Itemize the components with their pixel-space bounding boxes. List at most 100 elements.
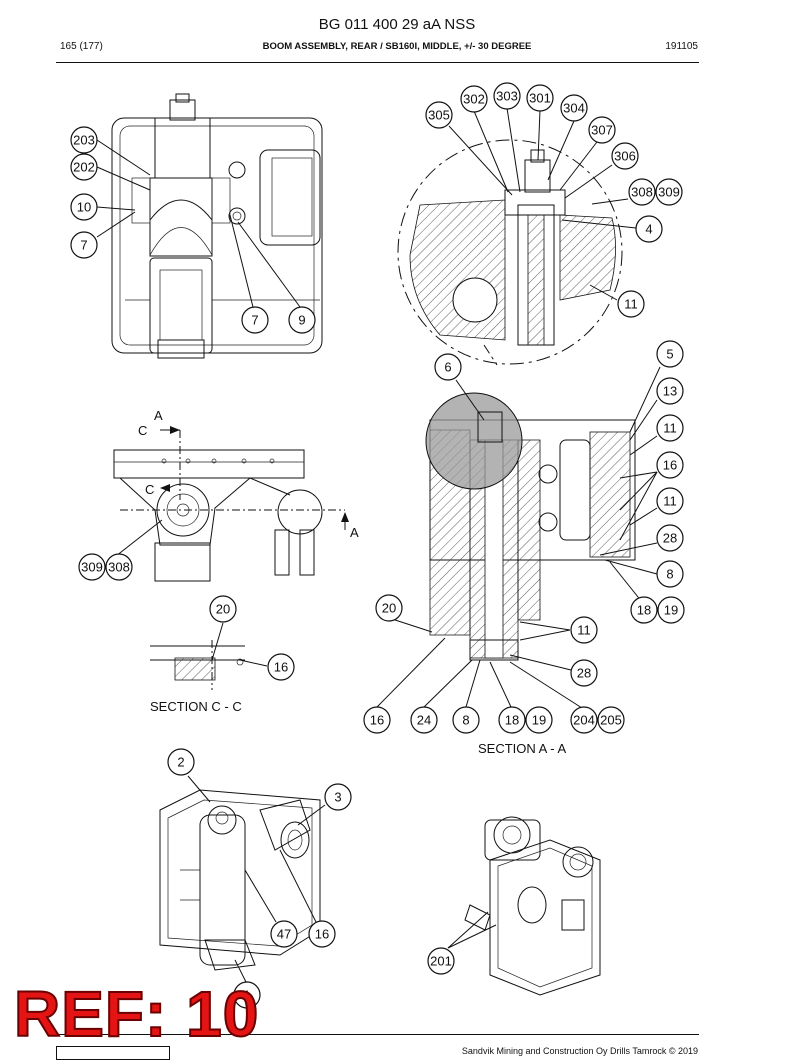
callout: 11 <box>656 487 684 515</box>
callout: 309 <box>655 178 683 206</box>
svg-text:18: 18 <box>637 603 651 618</box>
svg-text:20: 20 <box>216 602 230 617</box>
svg-text:16: 16 <box>370 713 384 728</box>
top-view-drawing <box>111 93 323 359</box>
header-rule <box>56 62 699 63</box>
section-arrow-label: A <box>154 408 163 423</box>
callout: 10 <box>70 193 98 221</box>
svg-text:309: 309 <box>658 185 680 200</box>
svg-text:205: 205 <box>600 713 622 728</box>
callout: 11 <box>617 290 645 318</box>
isometric-view-left <box>159 789 321 971</box>
svg-text:47: 47 <box>277 927 291 942</box>
callout: 6 <box>434 353 462 381</box>
reference-watermark: REF: 10 <box>13 978 260 1050</box>
footer-rule <box>56 1034 699 1035</box>
callout: 304 <box>560 94 588 122</box>
svg-text:11: 11 <box>663 421 677 436</box>
svg-text:24: 24 <box>417 713 431 728</box>
svg-text:308: 308 <box>631 185 653 200</box>
svg-text:308: 308 <box>108 560 130 575</box>
svg-text:16: 16 <box>663 458 677 473</box>
svg-text:2: 2 <box>177 755 184 770</box>
page-number: 165 (177) <box>60 41 103 52</box>
section-cc-title: SECTION C - C <box>150 699 242 714</box>
footer-copyright: Sandvik Mining and Construction Oy Drill… <box>461 1046 698 1056</box>
document-code: 191105 <box>665 41 698 52</box>
section-aa-title: SECTION A - A <box>478 741 566 756</box>
svg-text:11: 11 <box>663 494 677 509</box>
svg-text:16: 16 <box>315 927 329 942</box>
callout: 308 <box>105 553 133 581</box>
svg-text:11: 11 <box>577 623 591 638</box>
callout: 8 <box>656 560 684 588</box>
section-cc-drawing <box>150 640 245 690</box>
isometric-view-right <box>464 816 601 996</box>
callout: 204 <box>570 706 598 734</box>
svg-text:20: 20 <box>382 601 396 616</box>
svg-text:11: 11 <box>624 297 638 312</box>
callout: 9 <box>288 306 316 334</box>
callout: 309 <box>78 553 106 581</box>
svg-text:1: 1 <box>243 988 250 1003</box>
callout: 16 <box>308 920 336 948</box>
callout: 20 <box>375 594 403 622</box>
callout: 19 <box>657 596 685 624</box>
svg-text:203: 203 <box>73 133 95 148</box>
callout: 16 <box>267 653 295 681</box>
side-view-drawing <box>113 426 349 582</box>
svg-text:9: 9 <box>298 313 305 328</box>
callout: 47 <box>270 920 298 948</box>
svg-text:201: 201 <box>430 954 452 969</box>
callout: 306 <box>611 142 639 170</box>
section-arrow-label: A <box>350 525 359 540</box>
callout: 5 <box>656 340 684 368</box>
svg-text:13: 13 <box>663 384 677 399</box>
svg-text:6: 6 <box>444 360 451 375</box>
svg-text:28: 28 <box>663 531 677 546</box>
callout: 16 <box>656 451 684 479</box>
svg-text:18: 18 <box>505 713 519 728</box>
svg-text:16: 16 <box>274 660 288 675</box>
section-aa-drawing <box>425 392 636 661</box>
svg-text:4: 4 <box>645 222 652 237</box>
callout: 201 <box>427 947 455 975</box>
leader-lines <box>96 107 661 983</box>
callout: 202 <box>70 153 98 181</box>
svg-text:7: 7 <box>80 238 87 253</box>
callout: 205 <box>597 706 625 734</box>
document-subtitle: BOOM ASSEMBLY, REAR / SB160I, MIDDLE, +/… <box>262 41 532 52</box>
section-arrow-label: C <box>145 482 154 497</box>
callout: 302 <box>460 85 488 113</box>
callout: 7 <box>70 231 98 259</box>
svg-text:204: 204 <box>573 713 595 728</box>
svg-text:7: 7 <box>251 313 258 328</box>
callout: 203 <box>70 126 98 154</box>
callout: 16 <box>363 706 391 734</box>
callout: 301 <box>526 84 554 112</box>
callout: 303 <box>493 82 521 110</box>
callout: 18 <box>498 706 526 734</box>
svg-text:309: 309 <box>81 560 103 575</box>
svg-text:305: 305 <box>428 108 450 123</box>
detail-view-drawing <box>397 139 623 366</box>
callout: 305 <box>425 101 453 129</box>
callout: 3 <box>324 783 352 811</box>
callout: 308 <box>628 178 656 206</box>
callout: 28 <box>656 524 684 552</box>
callout: 28 <box>570 659 598 687</box>
svg-text:302: 302 <box>463 92 485 107</box>
callout: 8 <box>452 706 480 734</box>
svg-text:301: 301 <box>529 91 551 106</box>
svg-text:307: 307 <box>591 123 613 138</box>
svg-text:5: 5 <box>666 347 673 362</box>
svg-text:3: 3 <box>334 790 341 805</box>
svg-text:19: 19 <box>532 713 546 728</box>
svg-text:202: 202 <box>73 160 95 175</box>
svg-text:306: 306 <box>614 149 636 164</box>
svg-text:8: 8 <box>666 567 673 582</box>
svg-text:10: 10 <box>77 200 91 215</box>
callout: 11 <box>656 414 684 442</box>
callout: 4 <box>635 215 663 243</box>
